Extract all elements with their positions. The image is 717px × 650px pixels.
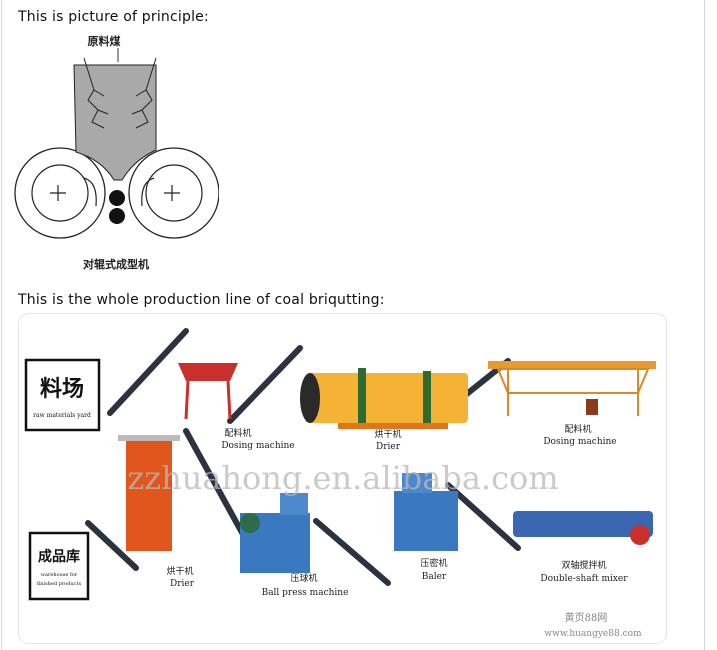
machine-cn-label: 压球机 <box>290 572 317 584</box>
machine-en-label: Ball press machine <box>262 588 349 598</box>
left-border <box>1 0 2 650</box>
machine-cn-label: 压密机 <box>420 557 447 569</box>
machine-cn-label: 配料机 <box>564 423 591 435</box>
vertical-drier <box>118 435 180 551</box>
plus-icon <box>50 185 66 201</box>
roller-press-principle-diagram: 原料煤 对辊式成型机 <box>14 34 219 271</box>
double-shaft-mixer <box>513 511 653 545</box>
production-line-diagram: 料场 raw materials yard 成品库 warehouse for … <box>18 313 667 644</box>
svg-text:warehouse for: warehouse for <box>41 572 78 578</box>
svg-text:raw materials yard: raw materials yard <box>33 412 91 419</box>
warehouse-box: 成品库 warehouse for finished products <box>28 531 90 601</box>
rotary-drier-1 <box>300 368 468 429</box>
right-border <box>704 0 705 650</box>
svg-text:finished products: finished products <box>37 581 82 587</box>
machine-en-label: Dosing machine <box>543 437 616 447</box>
plus-icon <box>164 185 180 201</box>
machine-en-label: Double-shaft mixer <box>540 574 628 584</box>
machine-cn-label: 双轴搅拌机 <box>561 559 606 571</box>
dosing-machine-1 <box>178 363 238 420</box>
dosing-machine-2 <box>488 361 656 416</box>
watermark: zzhuahong.en.alibaba.com <box>127 459 558 497</box>
machine-cn-label: 烘干机 <box>166 565 193 577</box>
machine-en-label: Drier <box>170 579 195 589</box>
principle-caption: This is picture of principle: <box>18 9 209 25</box>
source-mark-cn: 黄页88网 <box>565 611 608 624</box>
machine-en-label: Dosing machine <box>221 441 294 451</box>
baler <box>394 473 458 551</box>
svg-text:成品库: 成品库 <box>38 548 80 565</box>
ball-press-machine <box>240 493 310 573</box>
production-line-caption: This is the whole production line of coa… <box>18 292 385 308</box>
machine-cn-label: 烘干机 <box>374 428 401 440</box>
raw-coal-label: 原料煤 <box>88 34 122 48</box>
machine-en-label: Baler <box>422 572 447 582</box>
raw-materials-yard-box: 料场 raw materials yard <box>24 358 101 432</box>
roller-press-label: 对辊式成型机 <box>83 257 149 271</box>
machine-en-label: Drier <box>376 442 401 452</box>
machine-cn-label: 配料机 <box>224 427 251 439</box>
svg-text:料场: 料场 <box>40 376 84 402</box>
source-mark-url: www.huangye88.com <box>544 629 642 639</box>
